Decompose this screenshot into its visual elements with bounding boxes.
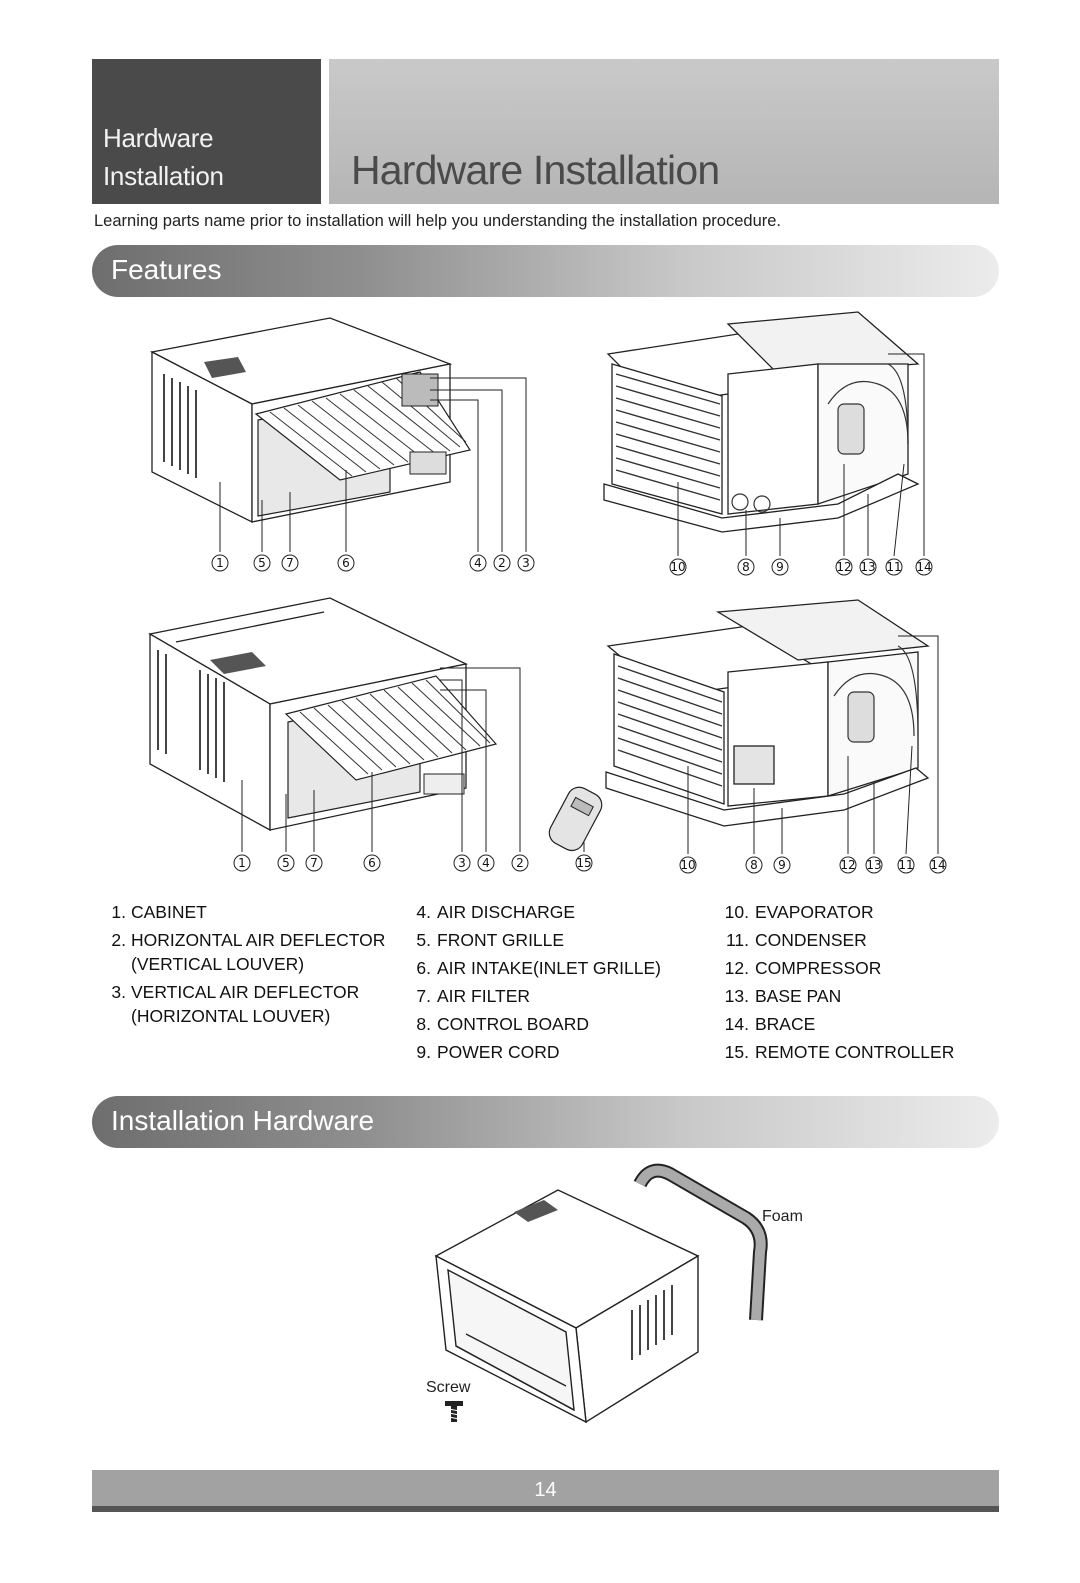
callout-6: 6 xyxy=(368,856,376,870)
callout-10: 10 xyxy=(680,858,695,872)
legend-item: 10.EVAPORATOR xyxy=(724,902,874,922)
parts-legend-col2: 4.AIR DISCHARGE 5.FRONT GRILLE 6.AIR INT… xyxy=(414,900,661,1068)
page-title: Hardware Installation xyxy=(351,147,720,193)
unit-chassis-view-1: 10 8 9 12 13 11 14 xyxy=(598,304,948,584)
parts-legend-col3: 10.EVAPORATOR 11.CONDENSER 12.COMPRESSOR… xyxy=(722,900,955,1068)
legend-item: 13.BASE PAN xyxy=(724,986,842,1006)
page-number: 14 xyxy=(534,1479,557,1501)
callout-14: 14 xyxy=(916,560,931,574)
legend-item: 3.VERTICAL AIR DEFLECTOR (HORIZONTAL LOU… xyxy=(111,982,360,1026)
callout-13: 13 xyxy=(860,560,875,574)
installation-hardware-heading: Installation Hardware xyxy=(111,1105,375,1136)
callout-6: 6 xyxy=(342,556,350,570)
callout-labels-3: 1 5 7 6 3 4 2 15 xyxy=(233,854,593,872)
unit-front-view-2: 1 5 7 6 3 4 2 15 xyxy=(140,594,610,884)
callout-14: 14 xyxy=(930,858,945,872)
title-banner: Hardware Installation xyxy=(329,59,999,204)
legend-item: 12.COMPRESSOR xyxy=(724,958,882,978)
features-heading: Features xyxy=(111,254,222,285)
unit-chassis-drawing-1: 10 8 9 12 13 11 14 xyxy=(603,311,933,576)
unit-chassis-drawing-2: 10 8 9 12 13 11 14 xyxy=(605,599,947,874)
screw-icon xyxy=(444,1400,464,1424)
section-tab-line2: Installation xyxy=(103,161,224,191)
callout-10: 10 xyxy=(670,560,685,574)
callout-2: 2 xyxy=(516,856,524,870)
section-tab: Hardware Installation xyxy=(92,59,321,204)
legend-item: 8.CONTROL BOARD xyxy=(416,1014,590,1034)
callout-7: 7 xyxy=(286,556,294,570)
callout-5: 5 xyxy=(282,856,290,870)
legend-item: 4.AIR DISCHARGE xyxy=(416,902,576,922)
callout-8: 8 xyxy=(742,560,750,574)
legend-item: 9.POWER CORD xyxy=(416,1042,560,1062)
callout-12: 12 xyxy=(840,858,855,872)
callout-3: 3 xyxy=(458,856,466,870)
callout-labels-1: 1 5 7 6 4 2 3 xyxy=(211,554,535,572)
callout-5: 5 xyxy=(258,556,266,570)
screw-label: Screw xyxy=(426,1379,471,1396)
section-tab-line1: Hardware xyxy=(103,123,214,153)
legend-item: 1.CABINET xyxy=(111,902,207,922)
legend-item: 5.FRONT GRILLE xyxy=(416,930,565,950)
callout-2: 2 xyxy=(498,556,506,570)
callout-9: 9 xyxy=(776,560,784,574)
unit-front-view-1: 1 5 7 6 4 2 3 xyxy=(140,312,540,582)
parts-legend-col1: 1.CABINET 2.HORIZONTAL AIR DEFLECTOR (VE… xyxy=(106,900,391,1032)
callout-4: 4 xyxy=(482,856,490,870)
cabinet-sleeve-view xyxy=(426,1160,826,1430)
callout-8: 8 xyxy=(750,858,758,872)
intro-text: Learning parts name prior to installatio… xyxy=(94,212,781,230)
unit-front-drawing-1: 1 5 7 6 4 2 3 xyxy=(150,317,535,572)
callout-13: 13 xyxy=(866,858,881,872)
callout-labels-4: 10 8 9 12 13 11 14 xyxy=(679,856,947,874)
foam-label: Foam xyxy=(762,1208,803,1225)
features-section-bar: Features xyxy=(92,245,999,297)
callout-11: 11 xyxy=(898,858,913,872)
installation-hardware-section-bar: Installation Hardware xyxy=(92,1096,999,1148)
legend-item: 6.AIR INTAKE(INLET GRILLE) xyxy=(416,958,661,978)
callout-11: 11 xyxy=(886,560,901,574)
callout-1: 1 xyxy=(216,556,224,570)
legend-item: 11.CONDENSER xyxy=(725,930,867,950)
callout-9: 9 xyxy=(778,858,786,872)
callout-4: 4 xyxy=(474,556,482,570)
cabinet-sleeve-drawing xyxy=(434,1163,768,1424)
legend-item: 14.BRACE xyxy=(724,1014,816,1034)
callout-15: 15 xyxy=(576,856,591,870)
callout-3: 3 xyxy=(522,556,530,570)
legend-item: 2.HORIZONTAL AIR DEFLECTOR (VERTICAL LOU… xyxy=(111,930,386,974)
page-footer: 14 xyxy=(92,1470,999,1512)
callout-12: 12 xyxy=(836,560,851,574)
legend-item: 15.REMOTE CONTROLLER xyxy=(724,1042,955,1062)
callout-1: 1 xyxy=(238,856,246,870)
callout-labels-2: 10 8 9 12 13 11 14 xyxy=(669,558,933,576)
unit-chassis-view-2: 10 8 9 12 13 11 14 xyxy=(598,596,958,886)
unit-front-drawing-2: 1 5 7 6 3 4 2 15 xyxy=(148,597,603,872)
callout-7: 7 xyxy=(310,856,318,870)
legend-item: 7.AIR FILTER xyxy=(416,986,531,1006)
